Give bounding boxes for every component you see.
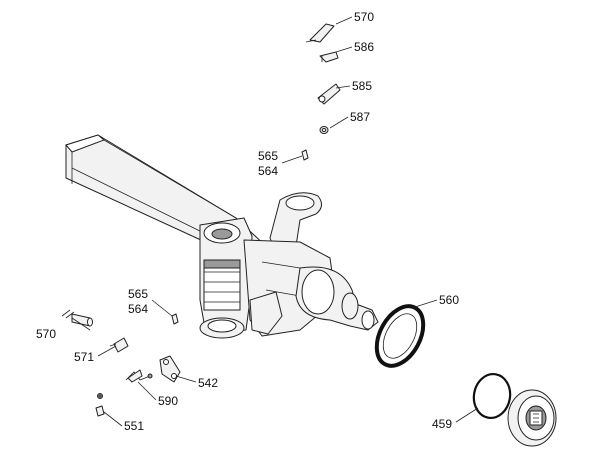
callout-542: 542: [198, 376, 218, 390]
clip-570-top: [305, 23, 335, 43]
sensor-570-left: [61, 309, 93, 327]
screw-564-565-mid: [171, 313, 179, 325]
o-ring-459: [472, 373, 512, 419]
callout-560: 560: [439, 293, 459, 307]
screw-564-565-top: [301, 149, 309, 161]
callout-551: 551: [124, 419, 144, 433]
callout-564-top: 564: [258, 164, 278, 178]
callout-587: 587: [350, 110, 370, 124]
fasteners-551: [95, 393, 105, 417]
callout-586: 586: [354, 40, 374, 54]
clip-571: [109, 337, 129, 353]
callout-571: 571: [74, 350, 94, 364]
cable-590: [125, 369, 153, 383]
callout-459: 459: [432, 417, 452, 431]
nut-587: [319, 126, 329, 134]
bracket-542: [159, 355, 181, 383]
steering-knuckle: [199, 192, 337, 339]
hub-cap: [507, 389, 557, 447]
seal-ring-560: [374, 304, 426, 368]
callout-labels: 570 586 585 587 565 564 565 564 560 570 …: [36, 10, 459, 433]
callout-570-top: 570: [354, 10, 374, 24]
callout-564-mid: 564: [128, 302, 148, 316]
callout-570-left: 570: [36, 327, 56, 341]
callout-585: 585: [352, 79, 372, 93]
plate-585: [317, 83, 341, 105]
callout-565-mid: 565: [128, 287, 148, 301]
callout-565-top: 565: [258, 149, 278, 163]
bracket-586: [319, 51, 339, 63]
leader-lines: [71, 16, 479, 427]
spindle: [295, 266, 379, 331]
callout-590: 590: [158, 394, 178, 408]
